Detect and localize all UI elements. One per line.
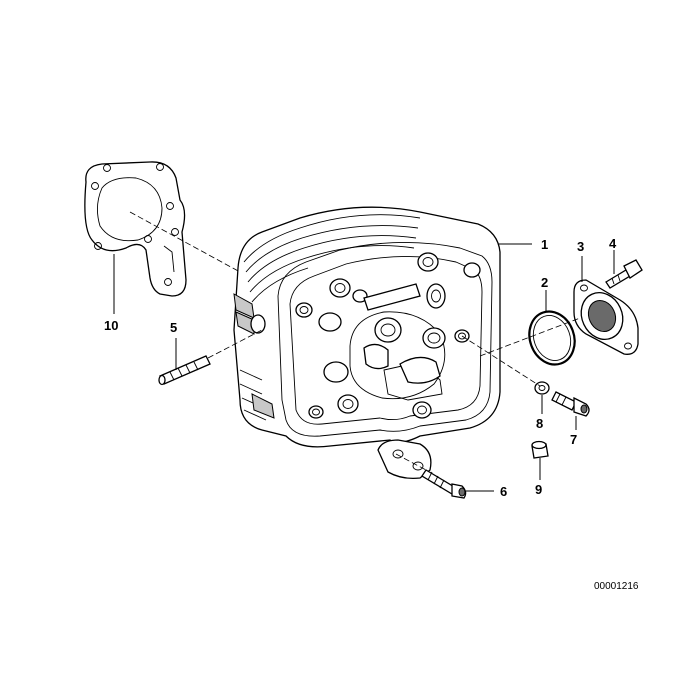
plug-part-9 <box>531 440 549 459</box>
washer-part-8 <box>534 381 550 395</box>
callout-1: 1 <box>541 237 548 252</box>
flange-part-3 <box>573 279 639 355</box>
bolt-part-6 <box>421 469 467 499</box>
bolt-part-4 <box>605 259 643 289</box>
gasket-part-10 <box>84 161 187 297</box>
callout-8: 8 <box>536 416 543 431</box>
callout-2: 2 <box>541 275 548 290</box>
stud-part-5 <box>158 355 211 386</box>
callout-10: 10 <box>104 318 118 333</box>
callout-4: 4 <box>609 236 617 251</box>
reference-code: 00001216 <box>594 581 639 592</box>
callout-3: 3 <box>577 239 584 254</box>
callout-5: 5 <box>170 320 177 335</box>
bolt-part-7 <box>551 391 590 417</box>
callout-6: 6 <box>500 484 507 499</box>
callout-7: 7 <box>570 432 577 447</box>
o-ring-part-2 <box>528 310 576 366</box>
callout-9: 9 <box>535 482 542 497</box>
cylinder-head-part-1 <box>233 206 501 480</box>
